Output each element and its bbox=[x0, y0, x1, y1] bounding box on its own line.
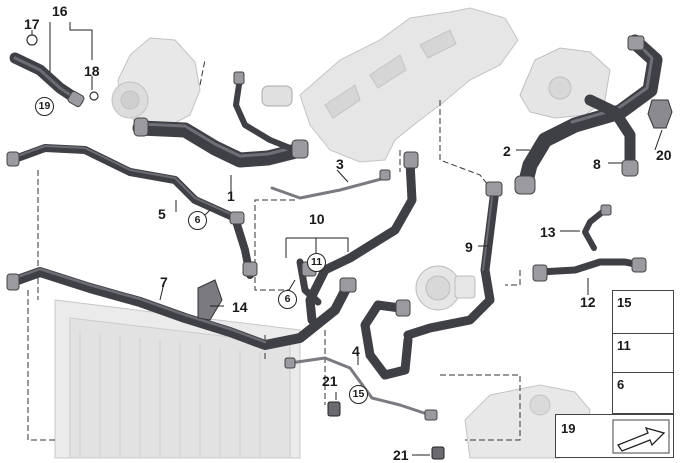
callout-7: 7 bbox=[160, 274, 168, 290]
callout-12: 12 bbox=[580, 294, 596, 310]
legend-number: 19 bbox=[561, 421, 576, 436]
callout-14: 14 bbox=[232, 299, 248, 315]
callout-8: 8 bbox=[593, 156, 601, 172]
o-ring-18 bbox=[89, 91, 99, 101]
legend-item-11: 11 bbox=[612, 333, 674, 373]
hose-8 bbox=[584, 94, 636, 174]
callout-21-upper: 21 bbox=[322, 373, 338, 389]
hose-12 bbox=[536, 258, 644, 276]
legend-item-19: 19 bbox=[555, 414, 674, 458]
ref-circle-6-upper: 6 bbox=[188, 211, 207, 230]
legend-item-6: 6 bbox=[612, 372, 674, 414]
hose-lower-return bbox=[360, 300, 413, 380]
callout-17: 17 bbox=[24, 16, 40, 32]
callout-9: 9 bbox=[465, 239, 473, 255]
hose-7 bbox=[7, 267, 353, 350]
callout-4: 4 bbox=[352, 343, 360, 359]
callout-10: 10 bbox=[309, 211, 325, 227]
callout-3: 3 bbox=[336, 156, 344, 172]
hose-2 bbox=[517, 34, 663, 193]
o-ring-17 bbox=[26, 34, 38, 46]
callout-21-lower: 21 bbox=[393, 447, 409, 463]
callout-18: 18 bbox=[84, 63, 100, 79]
ref-circle-11: 11 bbox=[307, 253, 326, 272]
radiator bbox=[54, 299, 301, 459]
hose-1 bbox=[132, 120, 308, 168]
callout-5: 5 bbox=[158, 206, 166, 222]
callout-13: 13 bbox=[540, 224, 556, 240]
parts-legend: 15 11 6 bbox=[612, 290, 674, 458]
ref-circle-19: 19 bbox=[35, 97, 54, 116]
legend-number: 6 bbox=[617, 377, 625, 392]
screw-21 bbox=[327, 401, 445, 460]
arrow-icon bbox=[612, 419, 670, 454]
legend-item-15: 15 bbox=[612, 290, 674, 334]
hose-10 bbox=[305, 157, 417, 325]
hose-fittings bbox=[6, 35, 647, 421]
hose-4 bbox=[288, 356, 432, 417]
coolant-hoses bbox=[7, 34, 663, 417]
hose-3 bbox=[270, 176, 387, 200]
auxiliary-pump bbox=[415, 265, 476, 311]
hose-5 bbox=[8, 144, 254, 279]
callout-1: 1 bbox=[227, 188, 235, 204]
clip-20 bbox=[647, 99, 673, 129]
legend-number: 15 bbox=[617, 295, 632, 310]
hose-13 bbox=[582, 207, 608, 251]
dashed-leaders bbox=[27, 59, 521, 441]
ref-circle-15: 15 bbox=[349, 385, 368, 404]
ref-circle-6-lower: 6 bbox=[278, 290, 297, 309]
hose-upper-bypass bbox=[233, 75, 303, 155]
callout-2: 2 bbox=[503, 143, 511, 159]
hose-9 bbox=[403, 185, 500, 340]
bracket-14 bbox=[197, 279, 223, 321]
callout-16: 16 bbox=[52, 3, 68, 19]
legend-number: 11 bbox=[617, 338, 631, 353]
water-pump-housing bbox=[111, 37, 201, 129]
callout-20: 20 bbox=[656, 147, 672, 163]
callout-leaders bbox=[31, 22, 663, 456]
intake-manifold bbox=[299, 7, 519, 163]
